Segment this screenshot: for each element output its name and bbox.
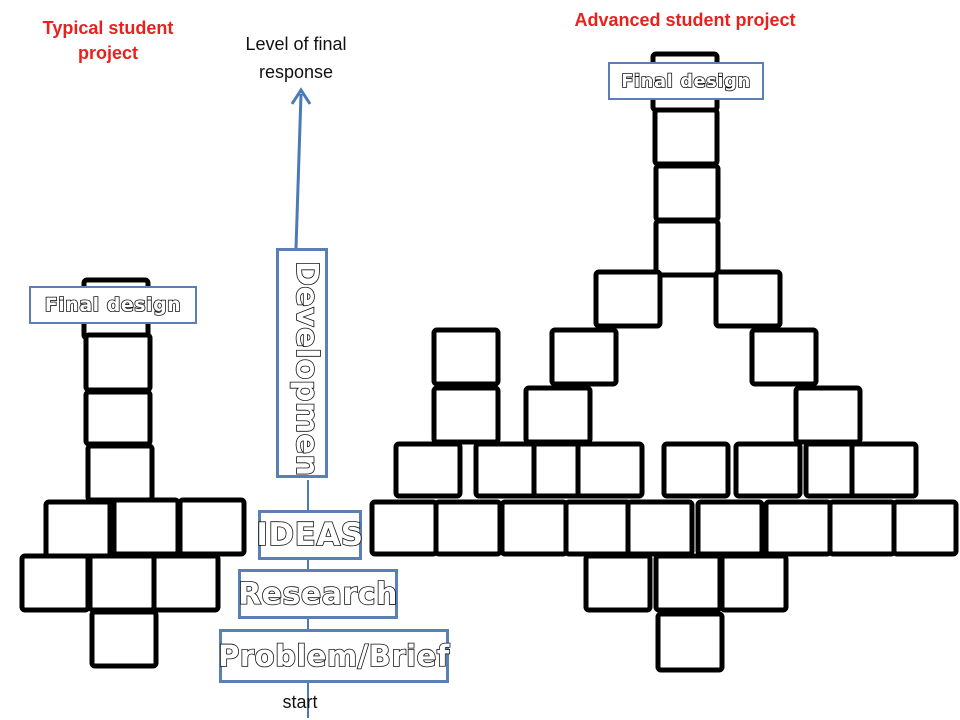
advanced-block-32: [719, 553, 789, 613]
typical-block-8: [19, 553, 91, 613]
advanced-block-30: [583, 553, 653, 613]
typical-block-3: [83, 389, 153, 447]
advanced-block-25: [625, 499, 695, 557]
advanced-block-18: [733, 441, 803, 499]
advanced-block-33: [655, 611, 725, 673]
advanced-block-21: [369, 499, 439, 557]
typical-block-2: [83, 332, 153, 393]
advanced-block-23: [499, 499, 569, 557]
start-label: start: [282, 692, 318, 712]
advanced-block-10: [431, 385, 501, 445]
typical-block-9: [87, 553, 157, 613]
advanced-project-heading: Advanced student project: [574, 10, 796, 30]
typical-project-heading: Typical student project: [42, 18, 174, 63]
developments-stage-box: Developments: [276, 248, 328, 478]
ideas-stage-box: IDEAS: [256, 510, 364, 560]
problem-brief-stage-box: Problem/Brief: [217, 629, 450, 683]
typical-block-4: [85, 443, 155, 503]
advanced-block-31: [653, 553, 723, 613]
advanced-block-29: [891, 499, 959, 557]
advanced-block-28: [827, 499, 897, 557]
advanced-block-11: [523, 385, 593, 445]
advanced-block-3: [653, 163, 721, 223]
typical-block-11: [89, 609, 159, 669]
advanced-block-24: [563, 499, 633, 557]
advanced-block-4: [653, 218, 721, 278]
advanced-block-8: [549, 327, 619, 387]
final-design-label-advanced: Final design: [608, 62, 764, 100]
advanced-block-16: [575, 441, 645, 499]
advanced-block-14: [473, 441, 543, 499]
advanced-block-22: [433, 499, 503, 557]
advanced-block-5: [593, 269, 663, 329]
final-design-label-typical: Final design: [29, 286, 197, 324]
typical-project-blocks: [19, 277, 247, 669]
advanced-block-27: [763, 499, 833, 557]
advanced-block-7: [431, 327, 501, 387]
advanced-block-9: [749, 327, 819, 387]
advanced-block-26: [695, 499, 765, 557]
advanced-block-12: [793, 385, 863, 445]
typical-block-5: [43, 499, 113, 559]
advanced-block-17: [661, 441, 731, 499]
advanced-block-13: [393, 441, 463, 499]
advanced-block-20: [849, 441, 919, 499]
advanced-block-2: [652, 107, 720, 167]
typical-block-10: [151, 553, 221, 613]
level-of-final-response-label: Level of final response: [245, 34, 347, 82]
advanced-project-blocks: [369, 51, 959, 673]
typical-block-6: [111, 497, 181, 557]
research-stage-box: Research: [237, 569, 398, 619]
typical-block-7: [177, 497, 247, 557]
advanced-block-6: [713, 269, 783, 329]
